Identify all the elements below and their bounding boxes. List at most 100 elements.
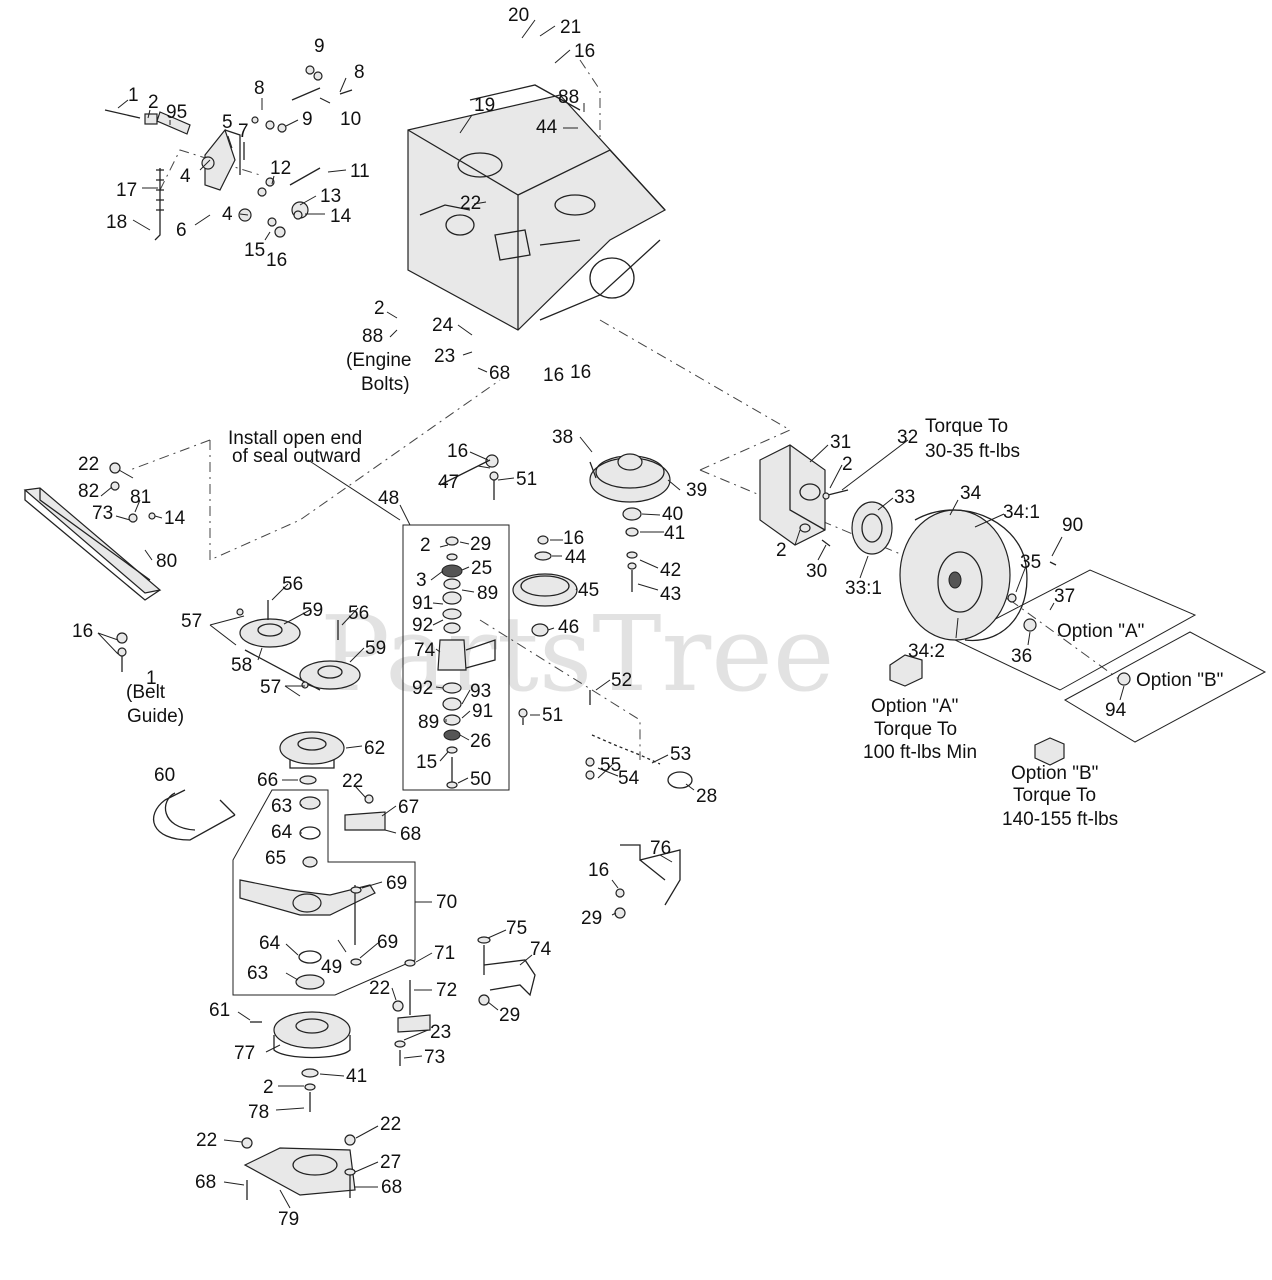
part-label: 35	[1020, 552, 1041, 573]
torque-note-32: 30-35 ft-lbs	[925, 441, 1020, 462]
part-label: 50	[470, 769, 491, 790]
part-label: 54	[618, 768, 640, 789]
part-label: 34:1	[1003, 502, 1040, 523]
part-label: 66	[257, 770, 278, 791]
chain-parts	[518, 690, 693, 789]
part-label: 64	[259, 933, 281, 954]
part-label: 55	[600, 755, 621, 776]
part-label: 16	[72, 621, 93, 642]
part-label: 22	[369, 978, 390, 999]
part-label: 71	[434, 943, 455, 964]
part-label: 92	[412, 615, 433, 636]
part-label: 4	[180, 166, 191, 187]
part-label: 17	[116, 180, 137, 201]
part-label: 69	[386, 873, 407, 894]
part-label: 41	[664, 523, 685, 544]
part-label: 1	[146, 668, 157, 689]
part-label: 9	[302, 109, 313, 130]
part-label: 29	[581, 908, 602, 929]
part-label: 40	[662, 504, 683, 525]
part-label: 56	[282, 574, 303, 595]
part-label: 89	[418, 712, 439, 733]
part-label: 60	[154, 765, 175, 786]
part-label: 15	[244, 240, 265, 261]
part-label: 22	[460, 193, 481, 214]
part-label: 24	[432, 315, 454, 336]
part-label: 39	[686, 480, 707, 501]
part-label: 16	[563, 528, 584, 549]
part-label: 19	[474, 95, 495, 116]
part-label: 22	[78, 454, 99, 475]
watermark-text: PartsTree	[320, 593, 834, 715]
part-label: 59	[365, 638, 386, 659]
part-label: 41	[346, 1066, 367, 1087]
part-label: 16	[447, 441, 468, 462]
part-label: 91	[412, 593, 433, 614]
part-label: 63	[247, 963, 268, 984]
part-label: 25	[471, 558, 492, 579]
part-label: 32	[897, 427, 918, 448]
part-label: 88	[558, 87, 579, 108]
part-label: 57	[181, 611, 202, 632]
part-label: 93	[470, 681, 491, 702]
part-label: 68	[489, 363, 510, 384]
drive-pulley-parts	[512, 453, 671, 637]
option-b-torque: Option "B"	[1011, 763, 1098, 784]
part-label: 80	[156, 551, 177, 572]
part-label: 2	[420, 535, 431, 556]
part-label: 16	[574, 41, 595, 62]
part-label: 43	[660, 584, 681, 605]
part-label: 51	[542, 705, 563, 726]
part-label: 52	[611, 670, 632, 691]
part-label: 23	[434, 346, 455, 367]
part-label: 22	[196, 1130, 217, 1151]
part-label: 58	[231, 655, 252, 676]
part-label: 22	[380, 1114, 401, 1135]
engine-bolts-note: Bolts)	[361, 374, 410, 395]
part-label: 68	[195, 1172, 216, 1193]
part-labels: 1 2 95 5 7 8 9 9 8 10 4 12 11 17 13 4 14…	[72, 5, 1127, 1230]
part-label: 63	[271, 796, 292, 817]
part-label: 65	[265, 848, 286, 869]
part-label: 74	[530, 939, 552, 960]
part-label: 62	[364, 738, 385, 759]
part-label: 69	[377, 932, 398, 953]
part-label: 23	[430, 1022, 451, 1043]
leader-lines	[97, 19, 1125, 1209]
part-label: 37	[1054, 586, 1075, 607]
part-label: 74	[414, 640, 436, 661]
engine-frame	[407, 84, 666, 331]
part-label: 10	[340, 109, 361, 130]
part-label: 7	[238, 121, 249, 142]
part-label: 31	[830, 432, 851, 453]
linkage-parts	[104, 65, 353, 241]
part-label: 2	[842, 454, 853, 475]
part-label: 2	[148, 92, 159, 113]
part-label: 11	[350, 161, 370, 182]
part-label: 22	[342, 771, 363, 792]
part-label: 91	[472, 701, 493, 722]
part-label: 75	[506, 918, 527, 939]
part-label: 79	[278, 1209, 299, 1230]
part-label: 2	[776, 540, 787, 561]
idler-assembly-outline	[232, 789, 416, 996]
part-label: 44	[565, 547, 587, 568]
option-a-torque: Option "A"	[871, 696, 958, 717]
part-label: 29	[499, 1005, 520, 1026]
part-label: 14	[330, 206, 352, 227]
part-label: 8	[354, 62, 365, 83]
part-label: 76	[650, 838, 671, 859]
belt-guide-rail	[23, 462, 162, 601]
option-a-torque: Torque To	[874, 719, 957, 740]
part-label: 72	[436, 980, 457, 1001]
belt-guide-note: Guide)	[127, 706, 184, 727]
engine-bolts-note: (Engine	[346, 350, 412, 371]
lower-idler-parts	[152, 731, 386, 990]
part-label: 5	[222, 112, 233, 133]
option-a-torque: 100 ft-lbs Min	[863, 742, 977, 763]
part-label: 95	[166, 102, 187, 123]
part-label: 73	[424, 1047, 445, 1068]
part-label: 45	[578, 580, 599, 601]
part-label: 33:1	[845, 578, 882, 599]
part-label: 27	[380, 1152, 401, 1173]
